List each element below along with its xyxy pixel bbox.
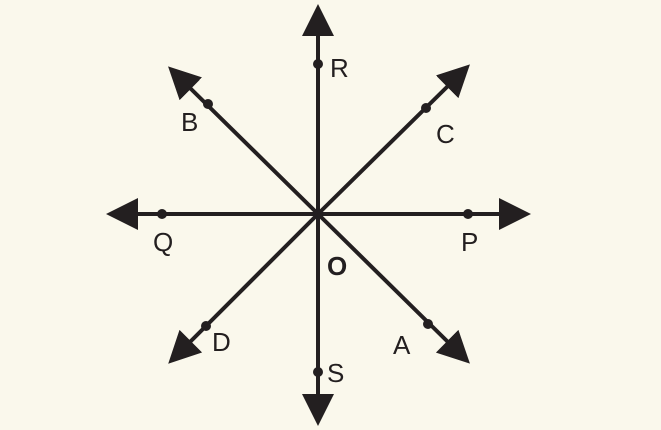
point-r <box>313 59 323 69</box>
label-q: Q <box>153 227 173 257</box>
label-o: O <box>327 251 347 281</box>
point-b <box>203 99 213 109</box>
point-a <box>423 319 433 329</box>
point-q <box>157 209 167 219</box>
point-p <box>463 209 473 219</box>
label-b: B <box>181 107 198 137</box>
label-d: D <box>212 327 231 357</box>
label-c: C <box>436 119 455 149</box>
point-d <box>201 321 211 331</box>
point-s <box>313 367 323 377</box>
label-s: S <box>327 358 344 388</box>
point-c <box>421 103 431 113</box>
label-r: R <box>330 53 349 83</box>
label-a: A <box>393 330 411 360</box>
ray-oc <box>316 64 470 216</box>
label-p: P <box>461 227 478 257</box>
ray-od <box>168 212 320 364</box>
